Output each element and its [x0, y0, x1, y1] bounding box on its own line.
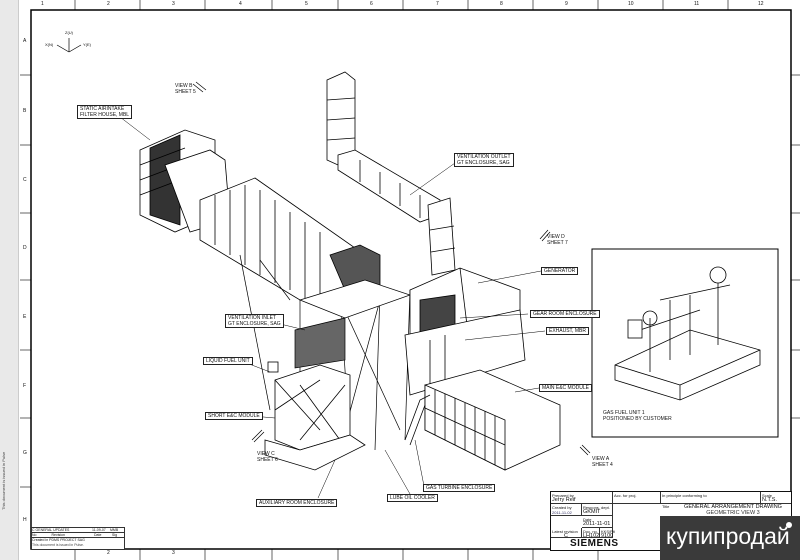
label-main-ec-module: MAIN E&C MODULE [539, 384, 592, 392]
view-arrows [192, 81, 591, 456]
column-number: 9 [565, 1, 568, 7]
column-number: 12 [758, 1, 764, 7]
label-ventilation-inlet: VENTILATION INLET GT ENCLOSURE, SAG [225, 314, 284, 328]
label-auxiliary-room: AUXILIARY ROOM ENCLOSURE [256, 499, 338, 507]
generator-block [404, 267, 526, 396]
axes-symbol [56, 38, 82, 53]
row-letter: H [23, 517, 27, 523]
column-number-bottom: 2 [107, 550, 110, 556]
column-number: 8 [500, 1, 503, 7]
column-number: 3 [172, 1, 175, 7]
column-number: 4 [239, 1, 242, 7]
column-number: 11 [694, 1, 700, 7]
label-lube-oil-cooler: LUBE OIL COOLER [387, 494, 438, 502]
column-number: 7 [436, 1, 439, 7]
row-letter: E [23, 314, 27, 320]
inset-frame [591, 248, 779, 438]
main-ec-module [404, 369, 561, 471]
axis-z-label: Z(U) [65, 30, 73, 35]
watermark-dot [786, 522, 792, 528]
label-generator: GENERATOR [541, 267, 579, 275]
label-gas-turbine-enclosure: GAS TURBINE ENCLOSURE [423, 484, 496, 492]
row-letter: A [23, 38, 27, 44]
column-number: 10 [628, 1, 634, 7]
auxiliary-room [264, 361, 366, 471]
inset-caption: GAS FUEL UNIT 1 POSITIONED BY CUSTOMER [603, 410, 672, 422]
column-number: 6 [370, 1, 373, 7]
column-number-bottom: 3 [172, 550, 175, 556]
column-number: 1 [41, 1, 44, 7]
label-static-airintake: STATIC AIRINTAKE FILTER HOUSE, MBL [77, 105, 133, 119]
label-liquid-fuel-unit: LIQUID FUEL UNIT [203, 357, 253, 365]
row-letter: B [23, 108, 27, 114]
row-letter: C [23, 177, 27, 183]
column-number: 5 [305, 1, 308, 7]
row-letter: G [23, 450, 27, 456]
drawing-border [30, 9, 792, 550]
label-gear-room: GEAR ROOM ENCLOSURE [530, 310, 600, 318]
axis-x-label: X(N) [45, 42, 54, 47]
label-ventilation-outlet: VENTILATION OUTLET GT ENCLOSURE, SAG [454, 153, 514, 167]
axis-y-label: Y(E) [83, 42, 91, 47]
label-exhaust: EXHAUST, MBR [546, 327, 589, 335]
support-structure [239, 254, 412, 451]
inlet-duct [199, 177, 381, 301]
watermark: купипродай [660, 516, 800, 560]
revision-block: C GENERAL UPDATES 11-09-07 MMB No Revisi… [31, 527, 125, 550]
leader-lines [119, 116, 546, 499]
label-short-ec-module: SHORT E&C MODULE [205, 412, 263, 420]
row-letter: F [23, 383, 27, 389]
gas-fuel-unit [614, 266, 761, 401]
left-margin-strip: This document is issued in Pulse [0, 0, 19, 560]
row-letter: D [23, 245, 27, 251]
siemens-logo: SIEMENS [570, 538, 619, 549]
title-subtitle: GEOMETRIC VIEW 3 [706, 510, 760, 516]
grid-ticks [20, 0, 800, 560]
column-number: 2 [107, 1, 110, 7]
ventilation-outlet-duct [326, 71, 456, 276]
